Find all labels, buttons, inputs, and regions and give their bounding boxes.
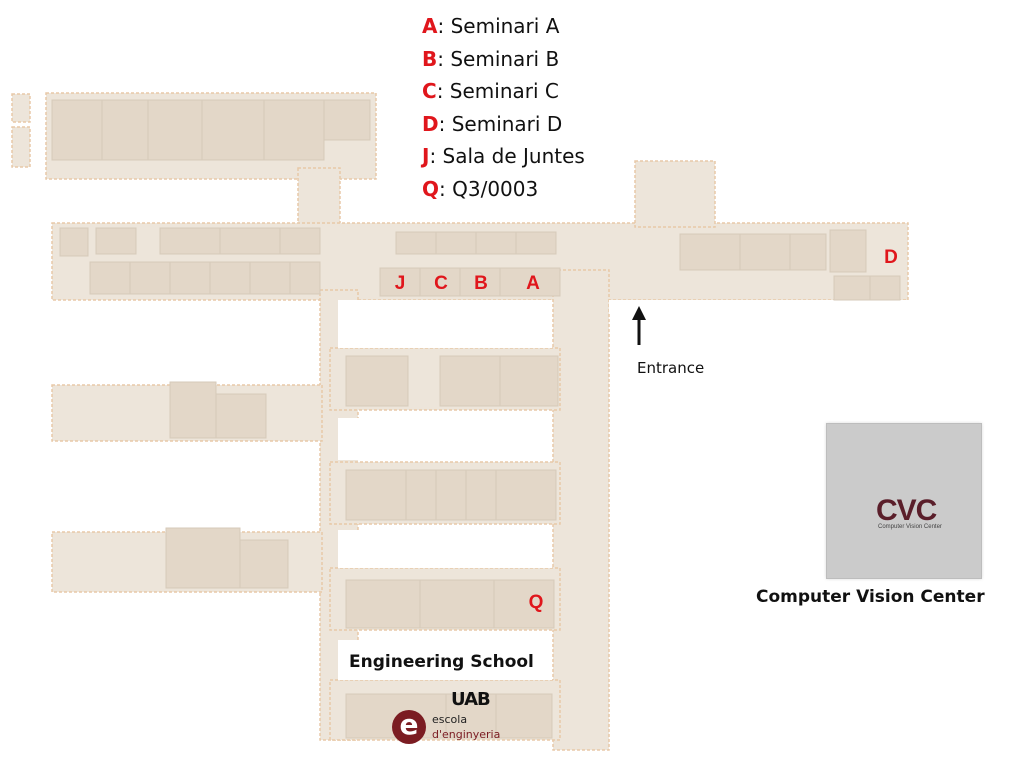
room-label-j: J	[394, 273, 406, 294]
engineering-school-caption: Engineering School	[349, 652, 534, 672]
cvc-logo-subtext: Computer Vision Center	[878, 524, 942, 530]
room-label-q: Q	[528, 592, 544, 613]
entrance-label: Entrance	[637, 359, 705, 377]
entrance-arrow	[632, 306, 646, 345]
room-label-d: D	[884, 247, 898, 268]
room-label-b: B	[474, 273, 488, 294]
escola-logo-icon: e	[392, 710, 426, 744]
courtyards	[338, 300, 919, 680]
room-label-a: A	[526, 273, 540, 294]
legend-item-a: A: Seminari A	[422, 14, 560, 38]
cvc-logo-box	[826, 423, 982, 579]
rooms	[51, 99, 901, 739]
legend: A: Seminari A B: Seminari B C: Seminari …	[422, 10, 585, 205]
escola-logo-line2: d'enginyeria	[432, 728, 501, 741]
uab-logo: UAB	[451, 689, 491, 710]
legend-item-d: D: Seminari D	[422, 111, 563, 136]
legend-item-b: B: Seminari B	[422, 46, 560, 71]
escola-logo-line1: escola	[432, 713, 468, 726]
cvc-logo: CVC	[876, 494, 937, 527]
legend-item-c: C: Seminari C	[422, 79, 559, 103]
legend-item-q: Q: Q3/0003	[422, 176, 539, 201]
room-label-c: C	[434, 273, 448, 294]
cvc-caption: Computer Vision Center	[756, 587, 985, 607]
legend-item-j: J: Sala de Juntes	[422, 144, 585, 168]
